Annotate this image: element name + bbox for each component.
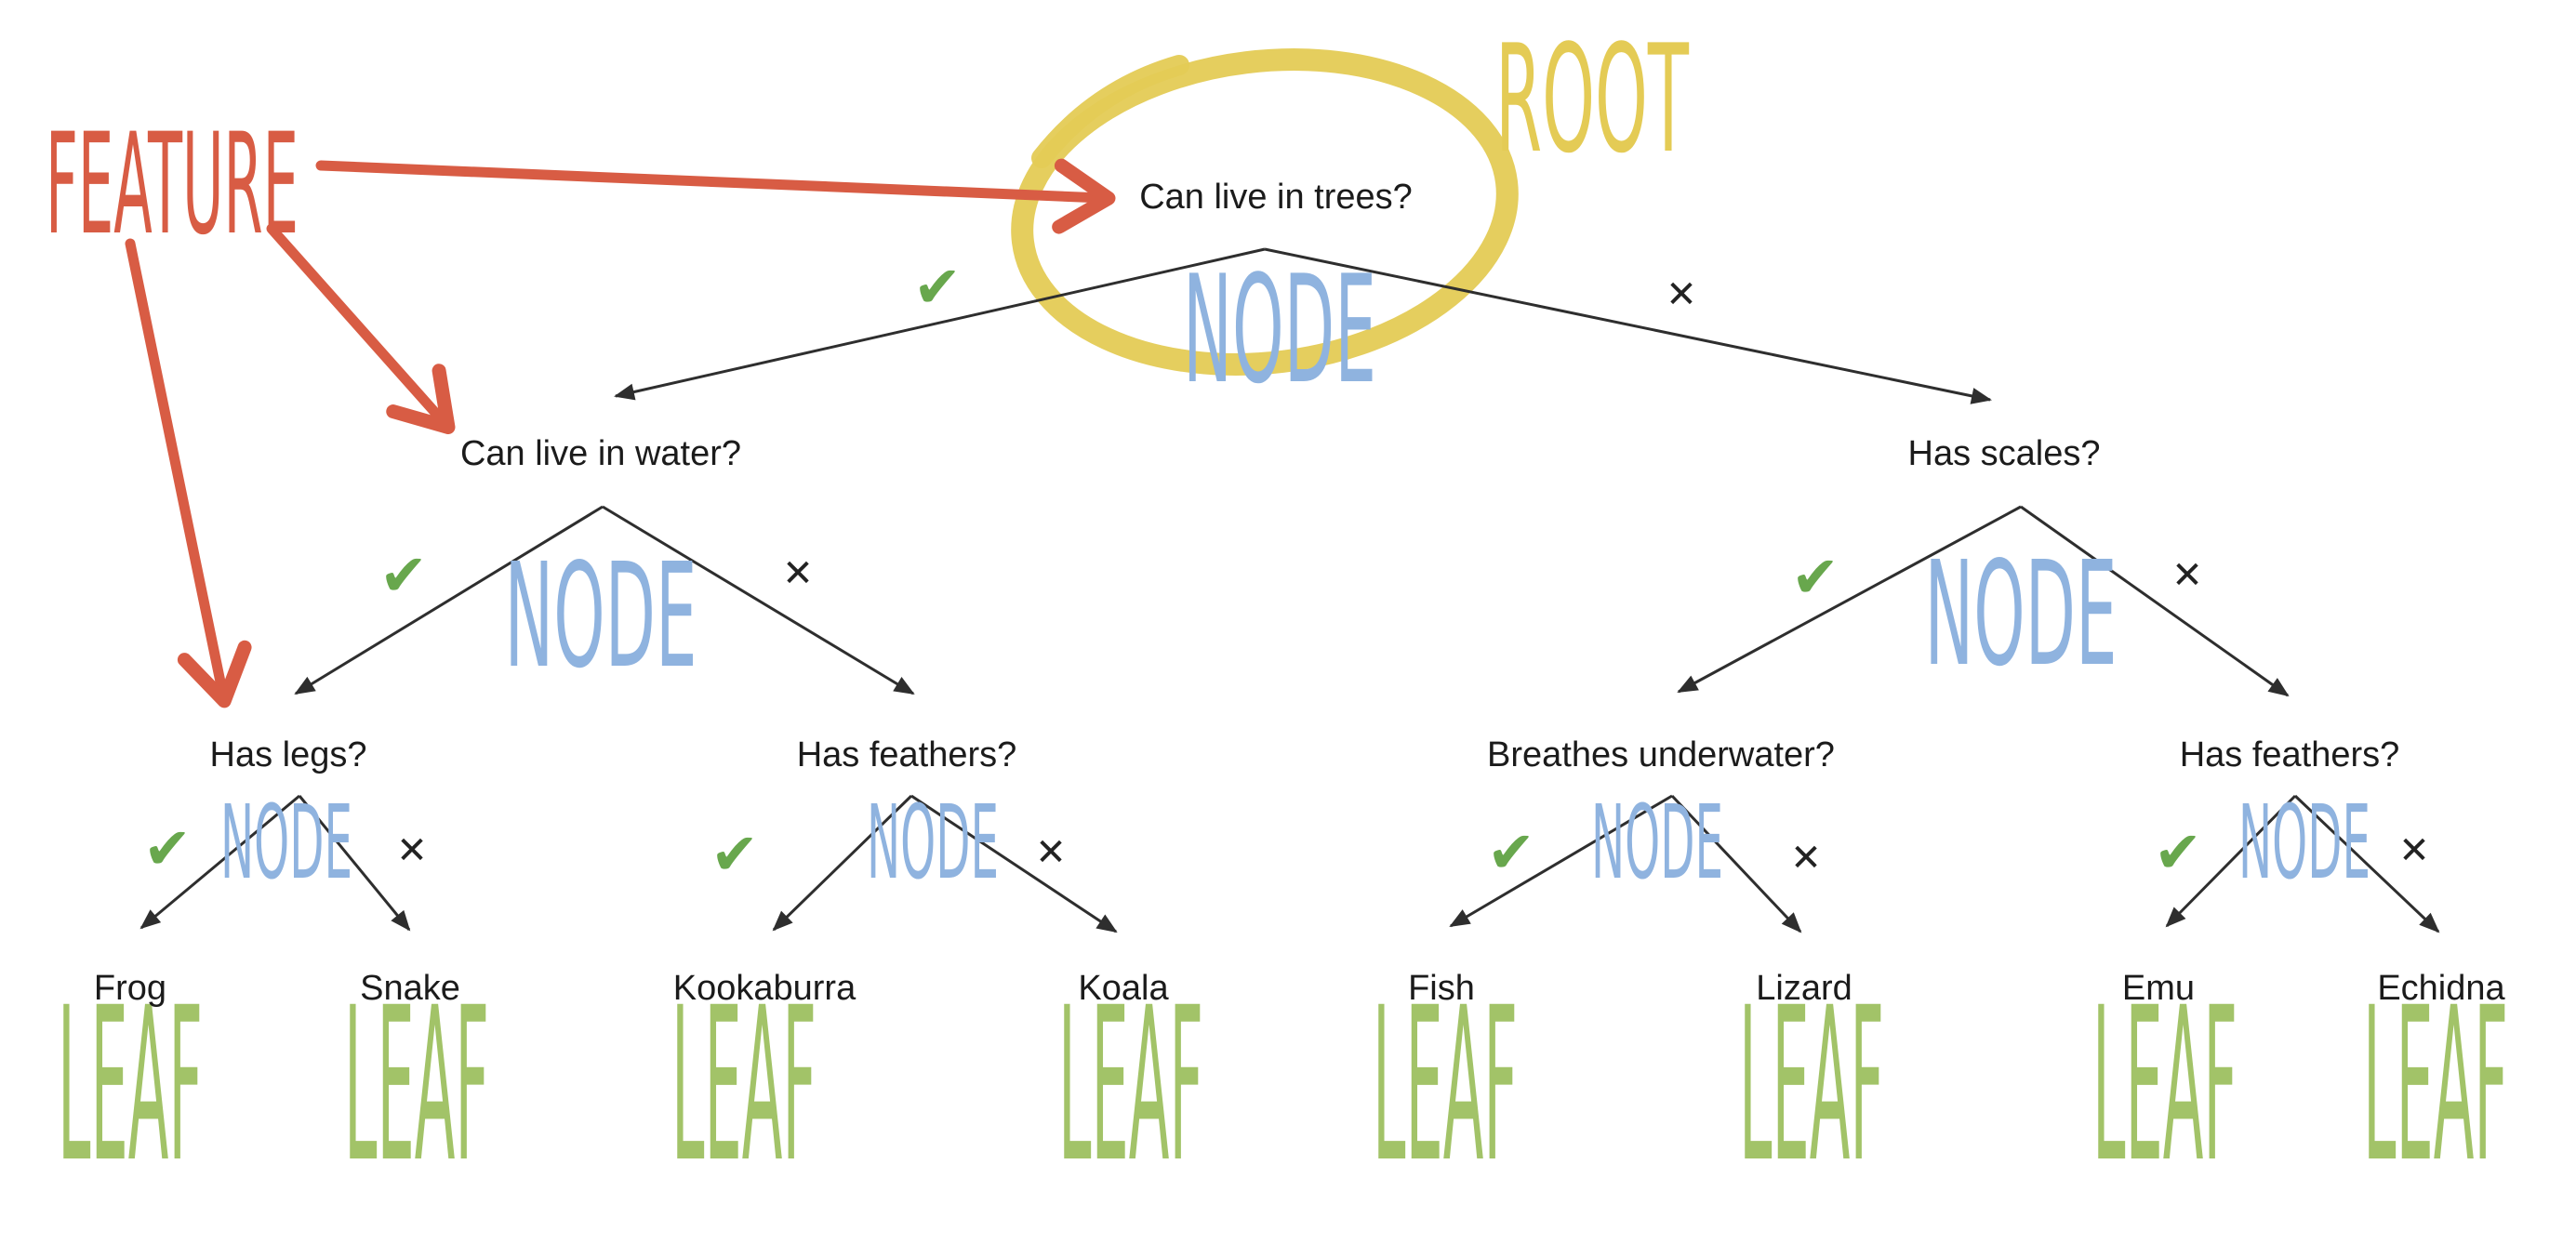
node-label-breathes: NODE: [1591, 783, 1723, 902]
check-mark-feathers-right-yes: ✔: [2154, 818, 2202, 886]
leaf-label-kookaburra: LEAF: [671, 961, 817, 1209]
leaf-lizard: Lizard: [1756, 969, 1852, 1008]
feature-arrow-to-water: [266, 223, 456, 434]
edge-water-yes: [294, 505, 604, 695]
cross-mark-water-right: ✕: [782, 552, 814, 595]
root-circle-tail: [1031, 55, 1189, 168]
cross-mark-feathers-right-no: ✕: [2398, 829, 2430, 872]
question-has-legs: Has legs?: [210, 735, 367, 774]
edge-root-no: [1264, 247, 1992, 404]
leaf-label-echidna: LEAF: [2363, 961, 2508, 1209]
question-has-scales: Has scales?: [1908, 434, 2101, 473]
check-mark-legs-left: ✔: [143, 814, 192, 882]
cross-mark-breathes-no: ✕: [1790, 837, 1822, 880]
leaf-label-koala: LEAF: [1058, 961, 1203, 1209]
cross-mark-scales-right: ✕: [2171, 554, 2203, 597]
leaf-fish: Fish: [1408, 969, 1475, 1008]
root-circle-annotation: [1011, 48, 1519, 376]
edge-feathers-left-no: [910, 794, 1118, 933]
edge-feathers-right-no: [2293, 794, 2440, 933]
root-question: Can live in trees?: [1139, 178, 1413, 217]
check-mark-root-left: ✔: [913, 253, 962, 321]
edge-feathers-right-yes: [2165, 794, 2297, 928]
check-mark-water-left: ✔: [379, 541, 428, 609]
question-breathes-underwater: Breathes underwater?: [1487, 735, 1835, 774]
question-has-feathers-left: Has feathers?: [797, 735, 1017, 774]
edge-root-yes: [614, 247, 1266, 401]
check-mark-feathers-left-yes: ✔: [710, 820, 759, 888]
leaf-kookaburra: Kookaburra: [673, 969, 856, 1008]
question-can-live-in-water: Can live in water?: [460, 434, 741, 473]
leaf-emu: Emu: [2122, 969, 2195, 1008]
check-mark-scales-left: ✔: [1791, 543, 1839, 611]
leaf-label-frog: LEAF: [58, 961, 203, 1209]
check-mark-breathes-yes: ✔: [1487, 818, 1535, 886]
node-label-root: NODE: [1183, 243, 1376, 417]
feature-arrow-to-root: [315, 158, 1116, 234]
leaf-koala: Koala: [1078, 969, 1169, 1008]
edge-scales-no: [2020, 505, 2290, 697]
node-label-legs: NODE: [220, 783, 352, 902]
node-label-scales: NODE: [1925, 530, 2118, 698]
feature-arrow-to-legs: [125, 238, 252, 708]
leaf-label-lizard: LEAF: [1739, 961, 1884, 1209]
edge-breathes-yes: [1449, 794, 1673, 928]
question-has-feathers-right: Has feathers?: [2180, 735, 2400, 774]
feature-label: FEATURE: [46, 104, 299, 266]
edge-legs-no: [298, 795, 411, 932]
edge-scales-yes: [1677, 505, 2022, 694]
leaf-label-fish: LEAF: [1373, 961, 1518, 1209]
edge-breathes-no: [1670, 794, 1802, 933]
edge-feathers-left-yes: [772, 794, 913, 932]
leaf-echidna: Echidna: [2377, 969, 2505, 1008]
node-label-water: NODE: [505, 532, 697, 700]
cross-mark-root-right: ✕: [1666, 273, 1697, 316]
cross-mark-feathers-left-no: ✕: [1035, 831, 1067, 874]
root-label: ROOT: [1495, 12, 1690, 186]
edge-legs-yes: [139, 794, 300, 930]
leaf-label-snake: LEAF: [344, 961, 489, 1209]
edge-water-no: [602, 505, 915, 695]
node-label-feathers-right: NODE: [2238, 783, 2370, 902]
leaf-frog: Frog: [94, 969, 166, 1008]
node-label-feathers-left: NODE: [867, 783, 999, 902]
leaf-snake: Snake: [360, 969, 460, 1008]
cross-mark-legs-right: ✕: [396, 829, 428, 872]
leaf-label-emu: LEAF: [2092, 961, 2237, 1209]
